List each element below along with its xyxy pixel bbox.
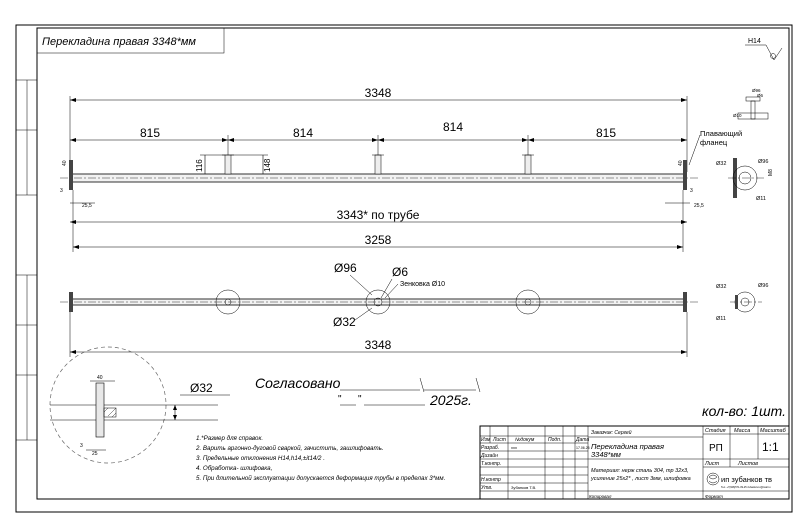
flange-top-m8: M8 <box>768 169 774 176</box>
dim-overall-top: 3348 <box>365 86 392 100</box>
end-plate-left <box>69 160 73 190</box>
tb-mass-h: Масса <box>734 428 750 434</box>
approval-area: Согласовано " " 2025г. <box>255 375 481 408</box>
tb-material-2: усиление 25х2* , лист 3мм, шлифовка <box>590 476 691 482</box>
tb-format: Формат <box>705 494 723 499</box>
flange-top-d11: Ø11 <box>756 196 766 202</box>
tb-material-1: Материал: нерж сталь 304, тр 32х3, <box>591 468 689 474</box>
post-flange-3 <box>515 289 541 315</box>
tb-scale: 1:1 <box>762 440 779 454</box>
flange-detail-bottom: Ø32 Ø96 Ø11 <box>716 283 768 322</box>
dim-right-3: 3 <box>690 188 693 194</box>
tb-row-ncontrol: Н.контр <box>481 477 501 483</box>
tb-dev-name: ххх <box>511 445 517 450</box>
flange-bottom-d96: Ø96 <box>758 283 768 289</box>
zoom-dim-25: 25 <box>92 451 98 457</box>
flange-label-2: фланец <box>700 138 728 147</box>
note-4: 4. Обработка- шлифовка, <box>196 465 272 472</box>
tb-approver: Зубанков Т.В. <box>511 485 536 490</box>
bottom-dim-96: Ø96 <box>334 261 357 275</box>
note-3: 3. Предельные отклонения H14,h14,±it14/2… <box>196 455 325 462</box>
dim-segment-3: 814 <box>443 120 463 134</box>
flange-top-d32: Ø32 <box>716 161 726 167</box>
tb-company-sub: Тел. +7(926)571-09-25 zubankov.tv@mail.r… <box>721 486 771 489</box>
tb-scale-h: Масштаб <box>760 428 787 434</box>
dim-left-40: 40 <box>62 160 68 166</box>
tb-row-design: Дизайн <box>480 452 498 459</box>
flange-top-d96: Ø96 <box>758 159 768 165</box>
tb-h-date: Дата <box>575 437 589 443</box>
bottom-view: Ø96 Ø6 Зенковка Ø10 Ø32 3348 <box>60 261 700 357</box>
note-1: 1.*Размер для справок. <box>196 435 263 442</box>
note-2: 2. Варить аргонно-дуговой сваркой, зачис… <box>195 445 384 452</box>
bottom-countersink: Зенковка Ø10 <box>400 281 445 288</box>
end-plate-right <box>683 160 687 190</box>
zoom-dim-32: Ø32 <box>190 381 213 395</box>
tb-h-izm: Изм <box>481 437 491 443</box>
flange-detail-top: Ø32 Ø96 M8 Ø11 <box>716 158 774 202</box>
approval-year: 2025г. <box>429 392 472 408</box>
tb-customer: Заказчик: Сергей <box>591 429 632 436</box>
tb-name-2: 3348*мм <box>591 450 621 459</box>
tb-row-dev: Разраб. <box>481 445 499 451</box>
tb-sheet: Лист <box>704 461 720 467</box>
flange-bottom-d32: Ø32 <box>716 284 726 290</box>
quantity-label: кол-во: 1шт. <box>702 403 786 419</box>
roughness-symbol: H14 <box>745 38 783 61</box>
dim-segment-1: 815 <box>140 126 160 140</box>
side-dim-10: Ø10 <box>733 113 742 118</box>
post-side-detail: Ø96 Ø6 Ø10 <box>733 88 769 120</box>
tb-company: ип зубанков тв <box>721 475 772 484</box>
post-flange-2 <box>365 289 391 315</box>
top-view: 3348 815 814 814 815 116 148 <box>60 86 742 252</box>
title-box <box>36 27 225 54</box>
dim-tube-length: 3343* по трубе <box>337 208 420 222</box>
zoom-detail: Ø32 40 3 25 <box>49 346 230 464</box>
dim-post-148: 148 <box>263 158 272 172</box>
flange-bottom-d11: Ø11 <box>716 316 726 322</box>
zoom-dim-40: 40 <box>97 375 103 381</box>
approval-agreed: Согласовано <box>255 375 341 391</box>
side-dim-6: Ø6 <box>757 93 764 98</box>
tb-h-doc: №докум <box>515 437 535 443</box>
tb-row-tcontrol: Т.контр. <box>481 461 501 467</box>
notes: 1.*Размер для справок. 2. Варить аргонно… <box>195 435 445 482</box>
zoom-dim-3: 3 <box>80 443 83 449</box>
flange-label-1: Плавающий <box>700 129 742 138</box>
tb-h-list: Лист <box>492 437 506 443</box>
tb-h-sign: Подп. <box>548 437 561 443</box>
dim-left-3: 3 <box>60 188 63 194</box>
roughness-text: H14 <box>748 38 761 45</box>
bottom-dim-6: Ø6 <box>392 265 408 279</box>
note-5: 5. При длительной эксплуатации допускает… <box>196 475 445 482</box>
bottom-dim-32: Ø32 <box>333 315 356 329</box>
dim-left-25: 25,5 <box>82 203 92 209</box>
outer-frame <box>15 24 793 513</box>
title-block: Изм Лист №докум Подп. Дата Разраб. Дизай… <box>479 425 790 500</box>
dim-overall-bottom: 3348 <box>365 338 392 352</box>
dim-right-25: 25,5 <box>694 203 704 209</box>
posts-top <box>222 154 534 175</box>
svg-text:": " <box>358 394 362 405</box>
svg-text:": " <box>338 394 342 405</box>
side-dim-96: Ø96 <box>752 88 761 93</box>
tb-sheets: Листов <box>737 461 758 467</box>
tb-stage-h: Стадия <box>705 428 726 434</box>
tb-row-approved: Утв. <box>481 485 492 491</box>
dim-inner-length: 3258 <box>365 233 392 247</box>
left-margin-tabs <box>16 79 37 441</box>
dim-right-40: 40 <box>678 160 684 166</box>
drawing-title: Перекладина правая 3348*мм <box>42 36 196 48</box>
tb-name-1: Перекладина правая <box>591 442 664 451</box>
company-logo <box>706 472 720 486</box>
tb-stage: РП <box>709 443 723 454</box>
dim-segment-4: 815 <box>596 126 616 140</box>
dim-segment-2: 814 <box>293 126 313 140</box>
post-flange-1 <box>215 289 241 315</box>
tb-dev-date: 17.06.25 <box>576 446 590 450</box>
inner-frame <box>36 27 790 500</box>
dim-post-116: 116 <box>195 159 204 172</box>
tb-copied: Копировал <box>589 494 612 499</box>
